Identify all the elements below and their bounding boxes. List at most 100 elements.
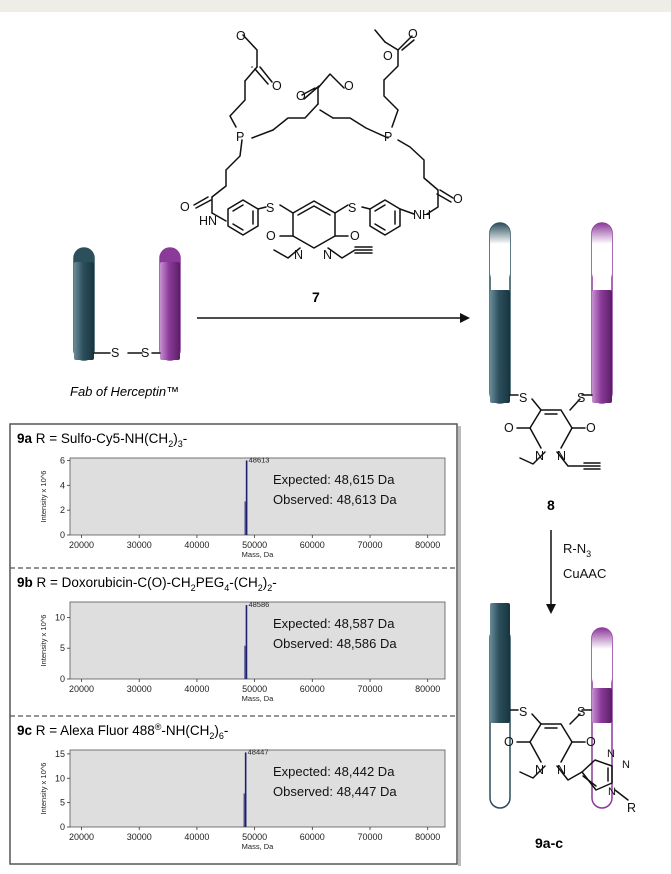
ring-oxygen-left: O <box>266 229 276 243</box>
x-tick-label: 40000 <box>184 540 209 550</box>
product8-sulfur-right: S <box>577 391 585 405</box>
compound-8-number: 8 <box>547 497 555 513</box>
x-axis-label: Mass, Da <box>242 694 275 703</box>
x-tick-label: 50000 <box>242 832 267 842</box>
product8-nitrogen-left: N <box>535 449 544 463</box>
reagent-7-structure <box>193 29 454 259</box>
ester-oxygen-6: O <box>383 49 393 63</box>
plot-area <box>69 457 446 536</box>
y-tick-label: 10 <box>55 612 65 622</box>
product9-nitrogen-left: N <box>535 763 544 777</box>
triazole-n3: N <box>608 786 616 798</box>
x-axis-label: Mass, Da <box>242 842 275 851</box>
y-axis-label: Intensity x 10^6 <box>39 615 48 667</box>
x-tick-label: 60000 <box>300 684 325 694</box>
x-tick-label: 70000 <box>357 540 382 550</box>
y-axis-label: Intensity x 10^6 <box>39 763 48 815</box>
ester-oxygen-4: O <box>296 89 306 103</box>
y-tick-label: 0 <box>60 530 65 540</box>
x-tick-label: 50000 <box>242 684 267 694</box>
y-axis-label: Intensity x 10^6 <box>39 471 48 523</box>
x-tick-label: 20000 <box>69 684 94 694</box>
x-tick-label: 70000 <box>357 832 382 842</box>
product8-oxygen-right: O <box>586 421 596 435</box>
ms-chart-9c: 20000 30000 40000 50000 60000 70000 80000 0 5 10 1… <box>39 747 446 851</box>
reaction-arrow-1 <box>197 313 470 323</box>
compound-9-label: 9a-c <box>535 835 563 851</box>
observed-mass: Observed: 48,586 Da <box>273 636 397 651</box>
top-band <box>0 0 671 12</box>
disulfide-s2: S <box>141 346 149 360</box>
product9-oxygen-left: O <box>504 735 514 749</box>
product8-oxygen-left: O <box>504 421 514 435</box>
x-axis-label: Mass, Da <box>242 550 275 559</box>
x-tick-label: 40000 <box>184 684 209 694</box>
triazole-n1: N <box>607 748 615 760</box>
product9-purple-chain <box>592 688 612 723</box>
y-tick-label: 10 <box>55 773 65 783</box>
ester-oxygen-2: O <box>272 79 282 93</box>
peak-label: 48613 <box>249 455 270 464</box>
expected-mass: Expected: 48,442 Da <box>273 764 395 779</box>
x-tick-label: 50000 <box>242 540 267 550</box>
phosphorus-atom-right: P <box>384 130 392 144</box>
x-tick-label: 30000 <box>127 540 152 550</box>
x-tick-label: 60000 <box>300 832 325 842</box>
observed-mass: Observed: 48,447 Da <box>273 784 397 799</box>
product9-teal-chain <box>490 688 510 723</box>
x-tick-label: 40000 <box>184 832 209 842</box>
x-tick-label: 30000 <box>127 832 152 842</box>
product9-sulfur-left: S <box>519 705 527 719</box>
x-tick-label: 20000 <box>69 540 94 550</box>
ester-oxygen-1: O <box>236 29 246 43</box>
peak-label: 48447 <box>248 747 269 756</box>
panel-title-9a: 9a R = Sulfo-Cy5-NH(CH2)3- <box>17 431 187 449</box>
expected-mass: Expected: 48,615 Da <box>273 472 395 487</box>
product-8-structure <box>489 222 613 470</box>
x-tick-label: 80000 <box>415 684 440 694</box>
fab-herceptin-left <box>73 247 181 361</box>
observed-mass: Observed: 48,613 Da <box>273 492 397 507</box>
panel-title-9b: 9b R = Doxorubicin-C(O)-CH2PEG4-(CH2)2- <box>17 575 277 593</box>
ms-panel-box <box>9 423 458 865</box>
expected-mass: Expected: 48,587 Da <box>273 616 395 631</box>
r-group: R <box>627 801 636 815</box>
reagent-cuaac: CuAAC <box>563 566 606 581</box>
compound-7-number: 7 <box>312 289 320 305</box>
y-tick-label: 5 <box>60 798 65 808</box>
y-tick-label: 0 <box>60 674 65 684</box>
ester-oxygen-3: O <box>344 79 354 93</box>
peak-label: 48586 <box>248 600 269 609</box>
x-tick-label: 30000 <box>127 684 152 694</box>
carbonyl-oxygen-left: O <box>180 200 190 214</box>
y-tick-label: 2 <box>60 505 65 515</box>
product8-nitrogen-right: N <box>557 449 566 463</box>
y-tick-label: 6 <box>60 455 65 465</box>
triazole-n2: N <box>622 759 630 771</box>
y-tick-label: 15 <box>55 749 65 759</box>
amide-nh-left: HN <box>199 214 217 228</box>
carbonyl-oxygen-right: O <box>453 192 463 206</box>
x-tick-label: 20000 <box>69 832 94 842</box>
ring-nitrogen-right: N <box>323 248 332 262</box>
sulfur-atom-right: S <box>348 201 356 215</box>
panel-title-9c: 9c R = Alexa Fluor 488®-NH(CH2)6- <box>17 722 228 741</box>
plot-area <box>69 749 446 828</box>
plot-area <box>69 601 446 680</box>
product9-oxygen-right: O <box>586 735 596 749</box>
x-tick-label: 60000 <box>300 540 325 550</box>
product8-sulfur-left: S <box>519 391 527 405</box>
sulfur-atom-left: S <box>266 201 274 215</box>
ester-oxygen-5: O <box>408 27 418 41</box>
reaction-arrow-2 <box>546 530 556 614</box>
fab-label: Fab of Herceptin™ <box>70 384 179 399</box>
y-tick-label: 5 <box>60 643 65 653</box>
x-tick-label: 80000 <box>415 540 440 550</box>
amide-nh-right: NH <box>413 208 431 222</box>
x-tick-label: 80000 <box>415 832 440 842</box>
y-tick-label: 0 <box>60 822 65 832</box>
ms-panel-shadow <box>458 426 461 866</box>
